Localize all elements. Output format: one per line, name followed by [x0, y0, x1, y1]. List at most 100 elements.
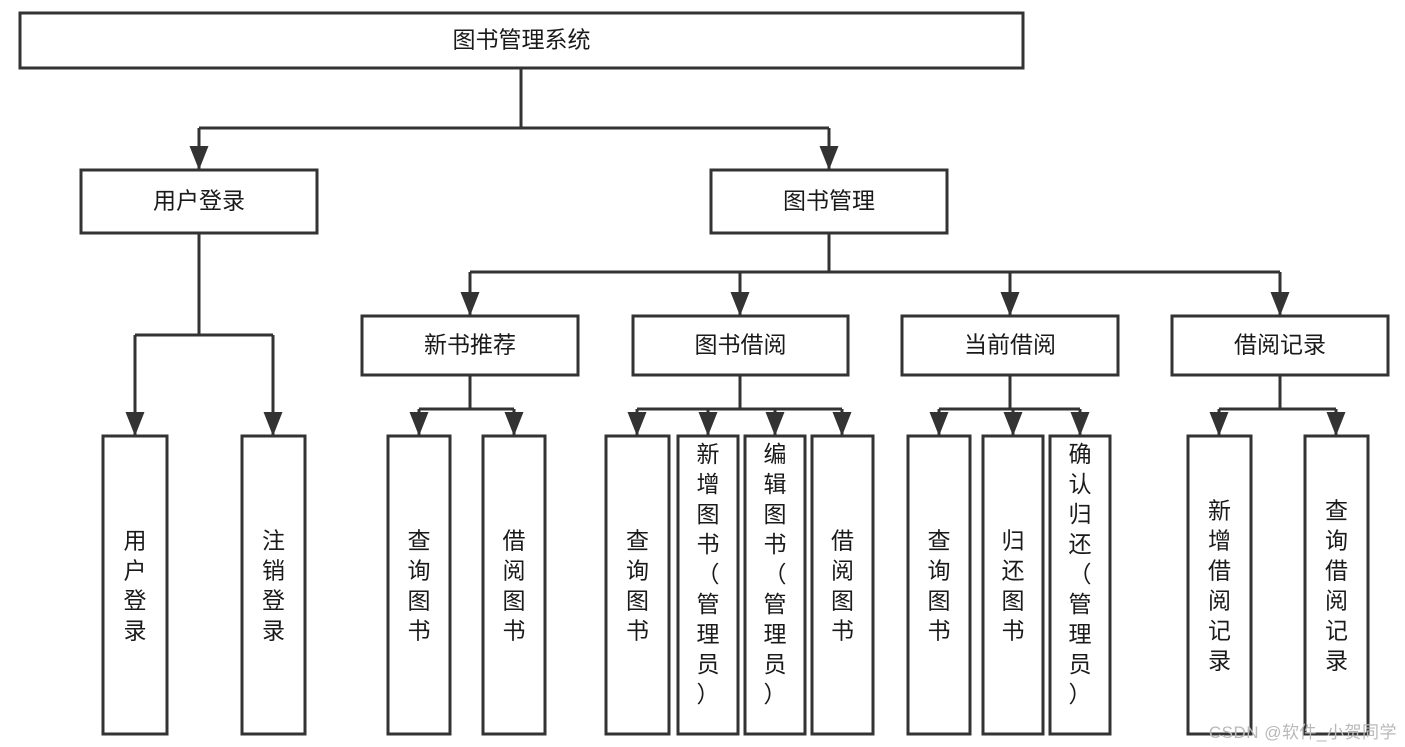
node-box-leaf-user-logout[interactable]	[240, 434, 307, 736]
node-leaf-query-book-1[interactable]: 查询图书	[386, 434, 452, 736]
arrow-head-icon	[627, 412, 647, 436]
arrow-head-icon	[460, 292, 480, 316]
node-layer: 图书管理系统用户登录图书管理新书推荐图书借阅当前借阅借阅记录用户登录注销登录查询…	[18, 11, 1390, 736]
node-leaf-query-record[interactable]: 查询借阅记录	[1303, 434, 1370, 736]
node-box-leaf-query-book-1[interactable]	[386, 434, 452, 736]
node-box-leaf-borrow-book-2[interactable]	[810, 434, 875, 736]
node-box-leaf-user-login[interactable]	[101, 434, 169, 736]
arrow-connector-icon	[730, 272, 750, 316]
node-box-leaf-add-book[interactable]	[676, 434, 740, 736]
connector-group-new-book-recommend	[419, 375, 514, 411]
node-label-user-login: 用户登录	[153, 188, 245, 214]
arrow-connector-icon	[698, 409, 718, 436]
node-label-leaf-return-book: 归还图书	[1002, 527, 1025, 643]
arrow-connector-icon	[189, 128, 209, 170]
arrow-head-icon	[929, 412, 949, 436]
node-leaf-edit-book[interactable]: 编辑图书（管理员）	[743, 434, 807, 736]
node-leaf-query-book-2[interactable]: 查询图书	[604, 434, 671, 736]
node-box-borrow-record[interactable]	[1170, 314, 1390, 377]
node-book-manage[interactable]: 图书管理	[709, 168, 949, 235]
node-box-leaf-add-record[interactable]	[1186, 434, 1253, 736]
connector-group-user-login	[135, 233, 273, 337]
node-box-current-borrow[interactable]	[900, 314, 1120, 377]
arrow-head-icon	[1270, 292, 1290, 316]
arrow-head-icon	[1070, 412, 1090, 436]
node-label-current-borrow: 当前借阅	[964, 332, 1056, 358]
node-label-leaf-query-book-1: 查询图书	[408, 527, 431, 643]
node-label-new-book-recommend: 新书推荐	[424, 332, 516, 358]
arrow-connector-icon	[1270, 272, 1290, 316]
connector-layer	[125, 68, 1346, 436]
arrow-head-icon	[189, 146, 209, 170]
node-label-leaf-borrow-book-2: 借阅图书	[831, 527, 854, 643]
node-box-leaf-query-book-2[interactable]	[604, 434, 671, 736]
node-box-book-borrow[interactable]	[631, 314, 850, 377]
node-box-user-login[interactable]	[79, 168, 319, 235]
node-label-leaf-user-login: 用户登录	[124, 527, 147, 643]
node-label-leaf-query-record: 查询借阅记录	[1325, 497, 1348, 673]
node-label-borrow-record: 借阅记录	[1234, 332, 1326, 358]
connector-group-root	[199, 68, 829, 130]
node-leaf-add-record[interactable]: 新增借阅记录	[1186, 434, 1253, 736]
node-leaf-query-book-3[interactable]: 查询图书	[906, 434, 972, 736]
node-label-leaf-add-record: 新增借阅记录	[1208, 497, 1231, 673]
arrow-head-icon	[698, 412, 718, 436]
connector-group-book-borrow	[637, 375, 842, 411]
arrow-connector-icon	[627, 409, 647, 436]
node-label-leaf-user-logout: 注销登录	[262, 527, 285, 643]
node-leaf-return-book[interactable]: 归还图书	[981, 434, 1045, 736]
node-box-root[interactable]	[18, 11, 1025, 70]
node-box-leaf-query-record[interactable]	[1303, 434, 1370, 736]
node-box-new-book-recommend[interactable]	[360, 314, 580, 377]
node-label-book-borrow: 图书借阅	[695, 332, 787, 358]
arrow-head-icon	[730, 292, 750, 316]
arrow-connector-icon	[1003, 409, 1023, 436]
connector-group-book-manage	[470, 233, 1280, 274]
arrow-head-icon	[409, 412, 429, 436]
node-label-leaf-confirm-return: 确认归还（管理员）	[1069, 441, 1092, 707]
node-label-root: 图书管理系统	[453, 27, 591, 53]
arrow-connector-icon	[1070, 409, 1090, 436]
node-box-leaf-return-book[interactable]	[981, 434, 1045, 736]
node-box-leaf-edit-book[interactable]	[743, 434, 807, 736]
arrow-connector-icon	[765, 409, 785, 436]
arrow-head-icon	[765, 412, 785, 436]
arrow-connector-icon	[125, 335, 145, 436]
node-borrow-record[interactable]: 借阅记录	[1170, 314, 1390, 377]
node-new-book-recommend[interactable]: 新书推荐	[360, 314, 580, 377]
node-leaf-borrow-book-1[interactable]: 借阅图书	[481, 434, 547, 736]
csdn-watermark: CSDN @软件_小贺同学	[1208, 723, 1397, 742]
arrow-head-icon	[1000, 292, 1020, 316]
arrow-connector-icon	[460, 272, 480, 316]
node-box-leaf-query-book-3[interactable]	[906, 434, 972, 736]
node-box-book-manage[interactable]	[709, 168, 949, 235]
connector-group-current-borrow	[939, 375, 1080, 411]
node-root[interactable]: 图书管理系统	[18, 11, 1025, 70]
node-label-leaf-add-book: 新增图书（管理员）	[697, 441, 720, 707]
arrow-connector-icon	[504, 409, 524, 436]
node-leaf-confirm-return[interactable]: 确认归还（管理员）	[1048, 434, 1112, 736]
node-box-leaf-confirm-return[interactable]	[1048, 434, 1112, 736]
arrow-connector-icon	[819, 128, 839, 170]
arrow-connector-icon	[409, 409, 429, 436]
node-user-login[interactable]: 用户登录	[79, 168, 319, 235]
arrow-head-icon	[1326, 412, 1346, 436]
node-current-borrow[interactable]: 当前借阅	[900, 314, 1120, 377]
node-leaf-user-login[interactable]: 用户登录	[101, 434, 169, 736]
arrow-connector-icon	[1000, 272, 1020, 316]
node-book-borrow[interactable]: 图书借阅	[631, 314, 850, 377]
arrow-head-icon	[504, 412, 524, 436]
arrow-connector-icon	[263, 335, 283, 436]
arrow-head-icon	[1003, 412, 1023, 436]
arrow-connector-icon	[832, 409, 852, 436]
node-label-book-manage: 图书管理	[783, 188, 875, 214]
node-leaf-add-book[interactable]: 新增图书（管理员）	[676, 434, 740, 736]
connector-group-borrow-record	[1219, 375, 1336, 411]
node-box-leaf-borrow-book-1[interactable]	[481, 434, 547, 736]
node-label-leaf-edit-book: 编辑图书（管理员）	[764, 441, 787, 707]
node-leaf-borrow-book-2[interactable]: 借阅图书	[810, 434, 875, 736]
node-leaf-user-logout[interactable]: 注销登录	[240, 434, 307, 736]
node-label-leaf-query-book-3: 查询图书	[928, 527, 951, 643]
